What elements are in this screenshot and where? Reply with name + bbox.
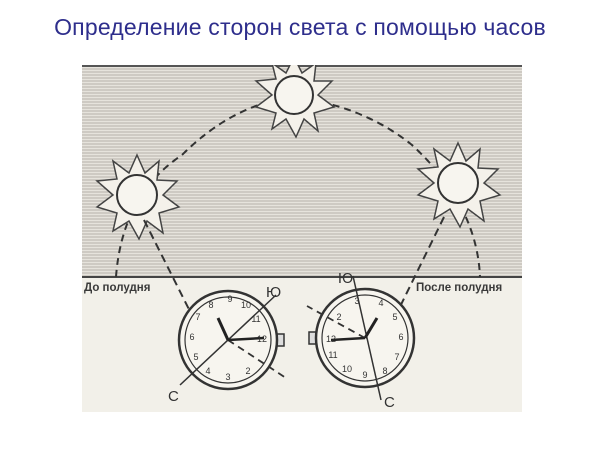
sun-noon-icon bbox=[254, 65, 336, 139]
page-title: Определение сторон света с помощью часов bbox=[54, 14, 546, 40]
svg-text:3: 3 bbox=[225, 372, 230, 382]
svg-text:2: 2 bbox=[245, 366, 250, 376]
before-noon-label: До полудня bbox=[84, 282, 151, 294]
svg-text:12: 12 bbox=[326, 334, 336, 344]
svg-text:10: 10 bbox=[241, 300, 251, 310]
svg-text:8: 8 bbox=[208, 300, 213, 310]
svg-text:5: 5 bbox=[193, 352, 198, 362]
svg-text:6: 6 bbox=[189, 332, 194, 342]
left-north-letter: С bbox=[168, 388, 179, 405]
right-south-letter: Ю bbox=[338, 270, 353, 287]
right-north-letter: С bbox=[384, 394, 395, 411]
svg-text:5: 5 bbox=[392, 312, 397, 322]
svg-text:9: 9 bbox=[362, 370, 367, 380]
right-watch-icon: 12 2 3 456 78 9 10 11 bbox=[306, 275, 416, 401]
svg-text:12: 12 bbox=[257, 334, 267, 344]
sun-afternoon-icon bbox=[416, 141, 502, 229]
after-noon-label: После полудня bbox=[416, 282, 503, 294]
sun-morning-icon bbox=[95, 153, 181, 241]
svg-text:6: 6 bbox=[398, 332, 403, 342]
left-south-letter: Ю bbox=[266, 284, 281, 301]
svg-text:7: 7 bbox=[394, 352, 399, 362]
svg-text:8: 8 bbox=[382, 366, 387, 376]
svg-text:4: 4 bbox=[205, 366, 210, 376]
svg-text:2: 2 bbox=[336, 312, 341, 322]
svg-text:7: 7 bbox=[195, 312, 200, 322]
svg-text:9: 9 bbox=[227, 294, 232, 304]
svg-text:11: 11 bbox=[251, 314, 260, 324]
svg-text:4: 4 bbox=[378, 298, 383, 308]
svg-text:3: 3 bbox=[354, 296, 359, 306]
svg-text:10: 10 bbox=[342, 364, 352, 374]
svg-text:11: 11 bbox=[328, 350, 337, 360]
